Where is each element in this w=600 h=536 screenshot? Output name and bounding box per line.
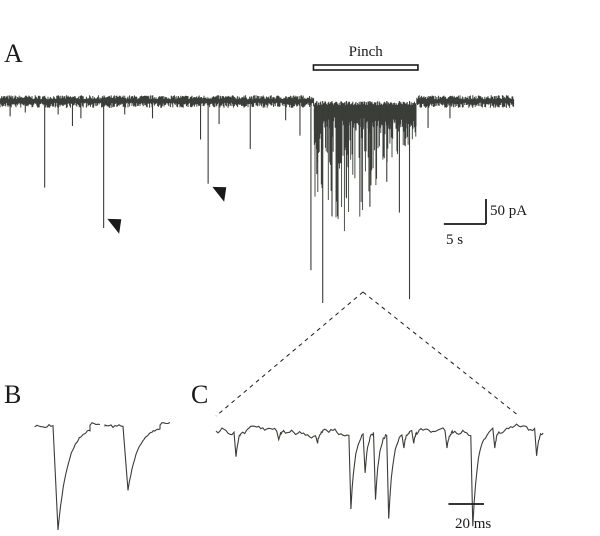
panel-c-label: C: [191, 380, 208, 409]
trace-c-line: [215, 423, 544, 527]
trace-a-baseline: [0, 95, 515, 132]
trace-c: [215, 423, 544, 527]
arrowhead-2: [212, 186, 227, 202]
arrowhead-1: [107, 218, 122, 234]
trace-a-burst: [313, 109, 417, 232]
trace-a: [0, 95, 515, 303]
pinch-label: Pinch: [349, 44, 384, 60]
zoom-guide: [215, 291, 520, 417]
scale-bar-main: 50 pA 5 s: [443, 198, 527, 248]
trace-b-event-2: [104, 421, 171, 491]
zoom-guide-left: [215, 291, 364, 417]
scale-bar-inset-time-label: 20 ms: [455, 516, 491, 532]
scale-bar-main-current-label: 50 pA: [490, 203, 527, 219]
scale-bar-main-time-label: 5 s: [446, 232, 463, 248]
panel-b-label: B: [4, 380, 21, 409]
panel-a-label: A: [4, 39, 23, 68]
trace-b: [34, 421, 171, 531]
zoom-guide-right: [362, 291, 520, 417]
pinch-stimulus-bar: [312, 64, 419, 71]
scale-bar-inset: 20 ms: [448, 503, 491, 532]
arrowheads: [107, 186, 227, 234]
trace-b-event-1: [34, 422, 101, 531]
